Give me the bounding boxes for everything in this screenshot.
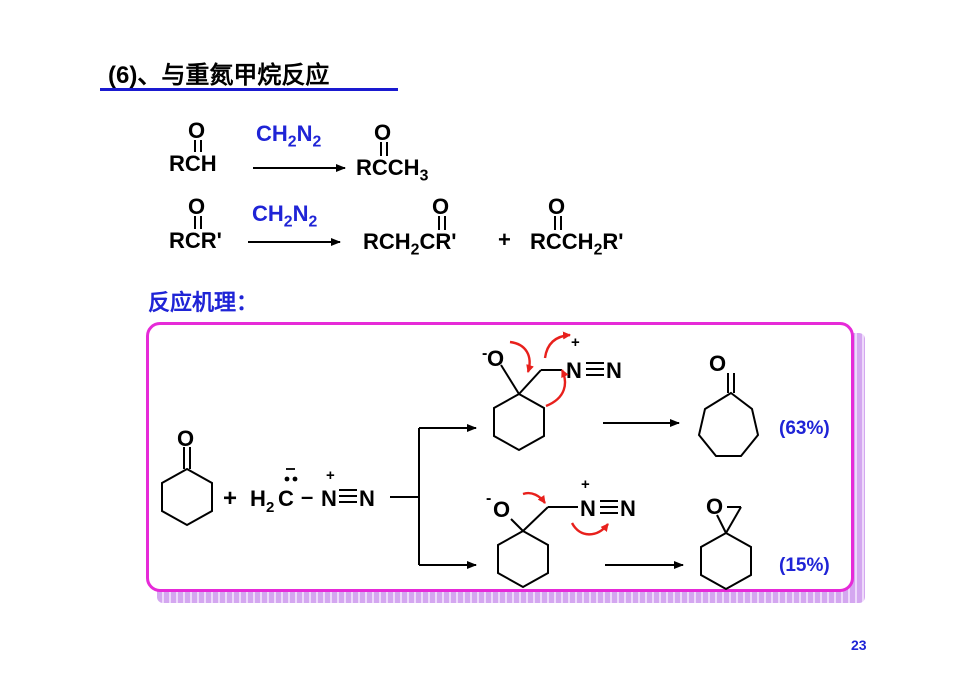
bottom-oxide-minus: - bbox=[486, 490, 491, 507]
r2-product2-oxygen: O bbox=[548, 194, 566, 219]
diazo-dash: – bbox=[301, 484, 313, 509]
r2-reactant: RCR' bbox=[169, 228, 222, 253]
r2-product2: RCCH2R' bbox=[530, 229, 624, 259]
spiro-epoxide bbox=[700, 506, 752, 591]
diazo-h-sub: 2 bbox=[266, 499, 274, 516]
branch-arrows bbox=[390, 424, 477, 569]
bottom-curly-arrows bbox=[522, 491, 609, 536]
r2-carbonyl-bonds bbox=[194, 216, 562, 230]
bottom-n2: N bbox=[620, 496, 636, 521]
page-number: 23 bbox=[851, 637, 867, 653]
r2-plus: + bbox=[498, 227, 511, 252]
r1-product: RCCH3 bbox=[356, 155, 429, 185]
top-intermediate-ring bbox=[493, 364, 562, 452]
diazo-carbon: C bbox=[278, 486, 294, 511]
diazo-n2: N bbox=[359, 486, 375, 511]
r2-product1-oxygen: O bbox=[432, 194, 450, 219]
top-n2: N bbox=[606, 358, 622, 383]
top-oxide-oxygen: O bbox=[487, 346, 504, 371]
title-underline bbox=[100, 88, 398, 91]
cycloheptanone-oxygen: O bbox=[709, 351, 726, 376]
diazo-n1: N bbox=[321, 486, 337, 511]
diazo-plus-charge: + bbox=[326, 467, 335, 484]
top-n-plus: + bbox=[571, 334, 580, 351]
r1-carbonyl-bonds bbox=[194, 140, 388, 156]
r1-reagent: CH2N2 bbox=[256, 121, 322, 151]
bottom-n-plus: + bbox=[581, 476, 590, 493]
r2-reagent: CH2N2 bbox=[252, 201, 318, 231]
bottom-n1: N bbox=[580, 496, 596, 521]
lone-pair-dot bbox=[292, 476, 298, 482]
bottom-oxide-oxygen: O bbox=[493, 497, 510, 522]
yield-bottom: (15%) bbox=[779, 555, 830, 576]
cyclohexanone bbox=[161, 447, 213, 527]
yield-top: (63%) bbox=[779, 418, 830, 439]
r2-product1: RCH2CR' bbox=[363, 229, 457, 259]
r1-reactant-oxygen: O bbox=[188, 118, 206, 143]
slide-title: (6)、与重氮甲烷反应 bbox=[108, 62, 330, 89]
ketone-oxygen: O bbox=[177, 426, 194, 451]
lone-pair-dot bbox=[284, 476, 290, 482]
diazo-h: H bbox=[250, 486, 266, 511]
r2-reactant-oxygen: O bbox=[188, 194, 206, 219]
top-n1: N bbox=[566, 358, 582, 383]
r1-product-oxygen: O bbox=[374, 120, 392, 145]
bottom-intermediate-ring bbox=[497, 506, 578, 589]
cycloheptanone bbox=[697, 373, 760, 457]
top-oxide-minus: - bbox=[482, 345, 487, 362]
epoxide-oxygen: O bbox=[706, 494, 723, 519]
mechanism-heading: 反应机理： bbox=[148, 290, 259, 315]
top-curly-arrows bbox=[509, 331, 571, 408]
mechanism-plus: + bbox=[223, 485, 237, 512]
r1-reactant: RCH bbox=[169, 151, 217, 176]
